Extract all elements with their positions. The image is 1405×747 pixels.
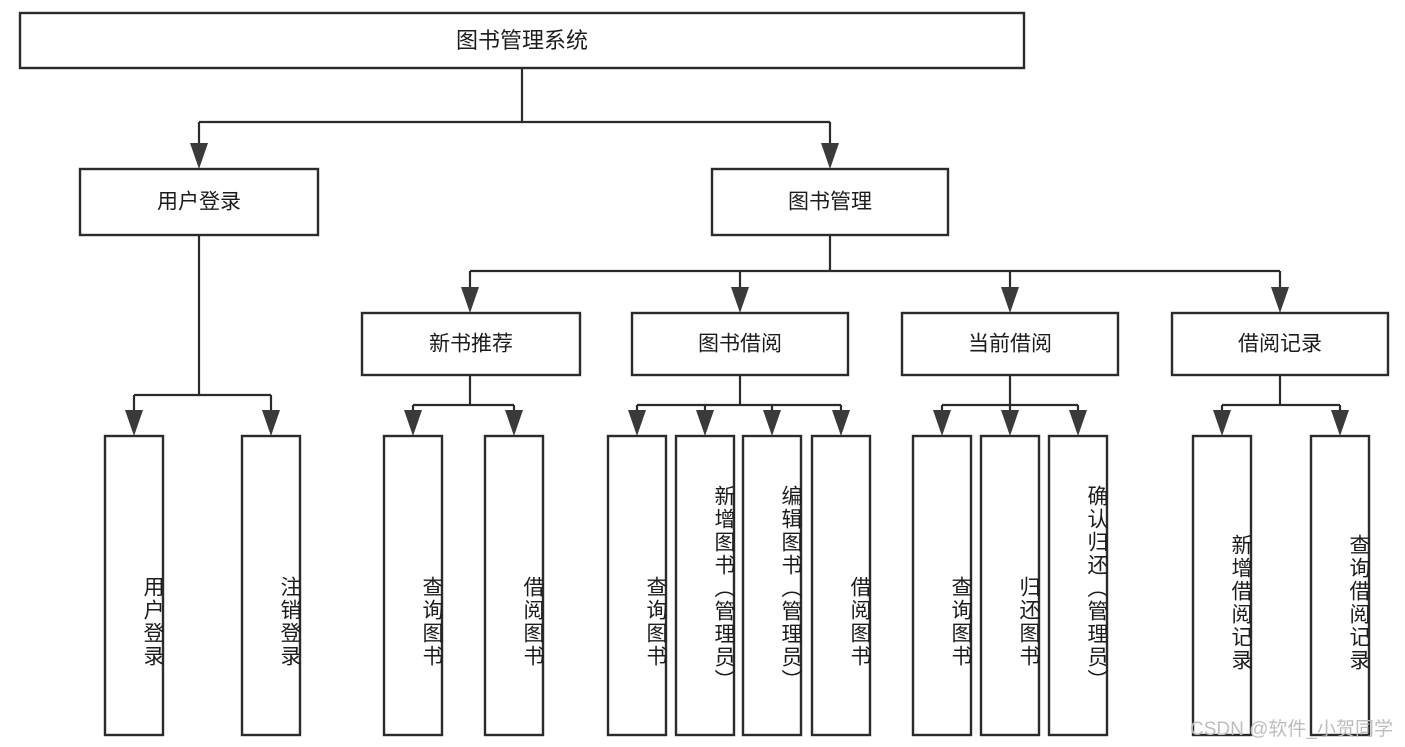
node-root[interactable]: 图书管理系统 (18, 11, 1026, 70)
arrow-head-icon (696, 410, 714, 436)
node-book-manage[interactable]: 图书管理 (710, 167, 950, 237)
leaf-box[interactable] (1047, 434, 1109, 737)
node-box[interactable] (1170, 311, 1390, 377)
node-borrow-record[interactable]: 借阅记录 (1170, 311, 1390, 377)
leaf-box[interactable] (240, 434, 302, 737)
node-box[interactable] (78, 167, 320, 237)
arrow-head-icon (628, 410, 646, 436)
leaf-box[interactable] (1191, 434, 1253, 737)
leaf-box[interactable] (741, 434, 803, 737)
node-label: 图书借阅 (698, 333, 782, 356)
arrow-head-icon (262, 410, 280, 436)
leaf-box[interactable] (979, 434, 1041, 737)
arrow-head-icon (1001, 410, 1019, 436)
node-label: 新书推荐 (429, 333, 513, 356)
leaf-box[interactable] (810, 434, 872, 737)
arrow-head-icon (1213, 410, 1231, 436)
node-box[interactable] (18, 11, 1026, 70)
connectors-bookmanage-to-level3 (461, 235, 1289, 313)
connectors-newbookrec-to-leaves (404, 375, 523, 436)
arrow-head-icon (461, 287, 479, 313)
connectors-bookborrow-to-leaves (628, 375, 850, 436)
node-box[interactable] (900, 311, 1120, 377)
arrow-head-icon (933, 410, 951, 436)
connectors-root-to-level2 (190, 68, 839, 169)
arrow-head-icon (763, 410, 781, 436)
connectors-borrowrecord-to-leaves (1213, 375, 1349, 436)
connectors-currentborrow-to-leaves (933, 375, 1087, 436)
arrow-head-icon (1069, 410, 1087, 436)
node-box[interactable] (360, 311, 582, 377)
leaf-box[interactable] (382, 434, 444, 737)
arrow-head-icon (832, 410, 850, 436)
arrow-head-icon (1331, 410, 1349, 436)
arrow-head-icon (821, 143, 839, 169)
node-label: 图书管理 (788, 191, 872, 214)
leaf-box[interactable] (911, 434, 973, 737)
node-label-root: 图书管理系统 (456, 28, 588, 53)
node-box[interactable] (710, 167, 950, 237)
node-label: 用户登录 (157, 191, 241, 214)
node-label: 当前借阅 (968, 333, 1052, 356)
csdn-watermark: CSDN @软件_小贺同学 (1190, 719, 1393, 740)
arrow-head-icon (1001, 287, 1019, 313)
node-book-borrow[interactable]: 图书借阅 (630, 311, 850, 377)
leaf-box[interactable] (103, 434, 165, 737)
arrow-head-icon (1271, 287, 1289, 313)
arrow-head-icon (125, 410, 143, 436)
arrow-head-icon (190, 143, 208, 169)
leaf-box[interactable] (606, 434, 668, 737)
arrow-head-icon (404, 410, 422, 436)
leaf-box[interactable] (674, 434, 736, 737)
node-current-borrow[interactable]: 当前借阅 (900, 311, 1120, 377)
arrow-head-icon (505, 410, 523, 436)
node-box[interactable] (630, 311, 850, 377)
leaf-box[interactable] (483, 434, 545, 737)
connectors-userlogin-to-leaves (125, 235, 280, 436)
leaf-box[interactable] (1309, 434, 1371, 737)
node-user-login[interactable]: 用户登录 (78, 167, 320, 237)
arrow-head-icon (731, 287, 749, 313)
node-label: 借阅记录 (1238, 333, 1322, 356)
node-new-book-rec[interactable]: 新书推荐 (360, 311, 582, 377)
leaf-boxes (103, 434, 1371, 737)
